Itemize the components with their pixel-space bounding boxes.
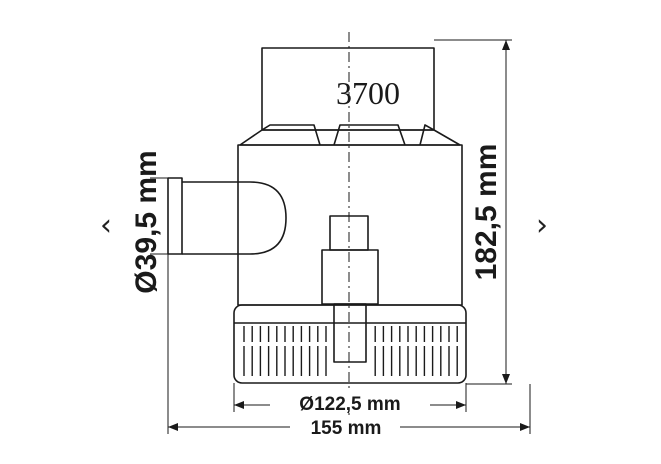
height-label: 182,5 mm (470, 144, 503, 281)
strainer-slots (243, 326, 458, 376)
pump-shaft-coupler (321, 249, 379, 305)
pump-strainer-base (233, 304, 467, 384)
pump-shaft-lower (333, 303, 367, 363)
outlet-diameter-label: Ø39,5 mm (130, 150, 163, 293)
base-diameter-label: Ø122,5 mm (299, 394, 400, 415)
pump-body (237, 144, 463, 306)
chevron-left-icon[interactable]: ‹ (100, 208, 112, 243)
pump-outlet (167, 177, 183, 255)
chevron-right-icon[interactable]: › (536, 208, 548, 243)
model-label: 3700 (336, 75, 400, 111)
pump-collar (239, 129, 461, 146)
width-label: 155 mm (311, 418, 382, 439)
